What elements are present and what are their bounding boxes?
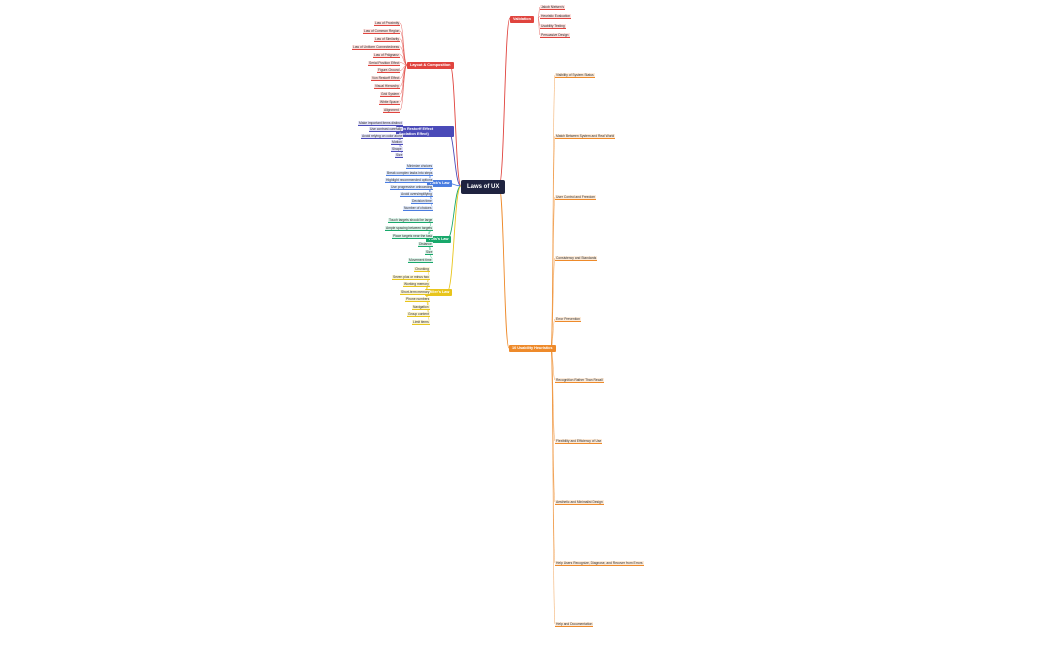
leaf-vonrestorff-1[interactable]: Use contrast carefully bbox=[369, 127, 403, 133]
leaf-miller-1[interactable]: Seven plus or minus two bbox=[392, 274, 430, 280]
leaf-layout-1[interactable]: Law of Common Region bbox=[363, 28, 401, 34]
leaf-layout-9[interactable]: Grid System bbox=[380, 92, 401, 98]
leaf-heuristics-0[interactable]: Visibility of System Status bbox=[555, 73, 595, 78]
leaf-vonrestorff-0[interactable]: Make important items distinct bbox=[358, 121, 403, 126]
leaf-heuristics-1[interactable]: Match Between System and Real World bbox=[555, 134, 616, 139]
leaf-fitts-0[interactable]: Touch targets should be large bbox=[388, 218, 434, 223]
leaf-fitts-1[interactable]: Ample spacing between targets bbox=[385, 226, 434, 231]
leaf-vonrestorff-2[interactable]: Avoid relying on color alone bbox=[361, 133, 404, 139]
leaf-hick-6[interactable]: Number of choices bbox=[403, 206, 433, 211]
leaf-vonrestorff-4[interactable]: Shape bbox=[391, 146, 403, 152]
leaf-fitts-4[interactable]: Size bbox=[425, 250, 434, 255]
leaf-vonrestorff-3[interactable]: Motion bbox=[391, 140, 403, 146]
branch-von-restorff[interactable]: Von Restorff Effect (Isolation Effect) bbox=[396, 126, 454, 138]
leaf-heuristics-9[interactable]: Help and Documentation bbox=[555, 622, 594, 627]
branch-fitts-law[interactable]: Fitts's Law bbox=[426, 236, 452, 243]
leaf-layout-0[interactable]: Law of Proximity bbox=[374, 21, 401, 26]
branch-validation[interactable]: Validation bbox=[510, 16, 534, 23]
leaf-validation-1[interactable]: Heuristic Evaluation bbox=[540, 14, 572, 20]
leaf-hick-4[interactable]: Avoid oversimplifying bbox=[400, 192, 433, 197]
leaf-heuristics-2[interactable]: User Control and Freedom bbox=[555, 195, 597, 200]
leaf-layout-2[interactable]: Law of Similarity bbox=[374, 36, 401, 42]
leaf-layout-6[interactable]: Figure-Ground bbox=[377, 68, 401, 74]
leaf-hick-0[interactable]: Minimize choices bbox=[406, 164, 434, 169]
leaf-miller-4[interactable]: Phone numbers bbox=[405, 297, 431, 303]
leaf-layout-10[interactable]: White Space bbox=[379, 100, 400, 106]
branch-usability-heuristics[interactable]: 10 Usability Heuristics bbox=[509, 345, 556, 352]
leaf-hick-5[interactable]: Decision time bbox=[411, 199, 433, 204]
root-node[interactable]: Laws of UX bbox=[461, 180, 506, 194]
leaf-hick-2[interactable]: Highlight recommended options bbox=[385, 178, 434, 183]
leaf-layout-3[interactable]: Law of Uniform Connectedness bbox=[352, 44, 400, 50]
branch-layout[interactable]: Layout & Composition bbox=[407, 62, 454, 69]
leaf-fitts-2[interactable]: Place targets near the task bbox=[392, 234, 434, 239]
leaf-fitts-3[interactable]: Distance bbox=[418, 242, 433, 247]
leaf-miller-5[interactable]: Navigation bbox=[412, 304, 430, 310]
leaf-miller-6[interactable]: Group content bbox=[407, 312, 430, 318]
leaf-heuristics-5[interactable]: Recognition Rather Than Recall bbox=[555, 378, 604, 383]
leaf-heuristics-8[interactable]: Help Users Recognize, Diagnose, and Reco… bbox=[555, 561, 644, 566]
leaf-validation-3[interactable]: Persuasive Design bbox=[540, 33, 570, 38]
leaf-layout-8[interactable]: Visual Hierarchy bbox=[374, 84, 400, 90]
leaf-miller-2[interactable]: Working memory bbox=[403, 282, 430, 288]
leaf-heuristics-3[interactable]: Consistency and Standards bbox=[555, 256, 598, 261]
branch-hicks-law[interactable]: Hick's Law bbox=[427, 180, 453, 187]
leaf-miller-7[interactable]: Limit items bbox=[412, 320, 430, 325]
leaf-validation-0[interactable]: Jakob Nielsen's bbox=[540, 5, 565, 10]
leaf-miller-3[interactable]: Short-term memory bbox=[400, 289, 431, 295]
leaf-hick-1[interactable]: Break complex tasks into steps bbox=[386, 171, 434, 176]
leaf-miller-0[interactable]: Chunking bbox=[414, 267, 430, 272]
leaf-layout-11[interactable]: Alignment bbox=[383, 108, 400, 113]
leaf-layout-5[interactable]: Serial Position Effect bbox=[368, 60, 401, 66]
leaf-vonrestorff-5[interactable]: Size bbox=[395, 153, 404, 158]
leaf-hick-3[interactable]: Use progressive onboarding bbox=[390, 185, 434, 190]
leaf-fitts-5[interactable]: Movement time bbox=[408, 258, 433, 263]
leaf-validation-2[interactable]: Usability Testing bbox=[540, 23, 566, 29]
leaf-layout-4[interactable]: Law of Prägnanz bbox=[373, 52, 400, 58]
leaf-heuristics-7[interactable]: Aesthetic and Minimalist Design bbox=[555, 500, 604, 505]
leaf-layout-7[interactable]: Von Restorff Effect bbox=[371, 76, 401, 82]
leaf-heuristics-4[interactable]: Error Prevention bbox=[555, 317, 582, 322]
branch-millers-law[interactable]: Miller's Law bbox=[425, 289, 453, 296]
leaf-heuristics-6[interactable]: Flexibility and Efficiency of Use bbox=[555, 439, 603, 444]
